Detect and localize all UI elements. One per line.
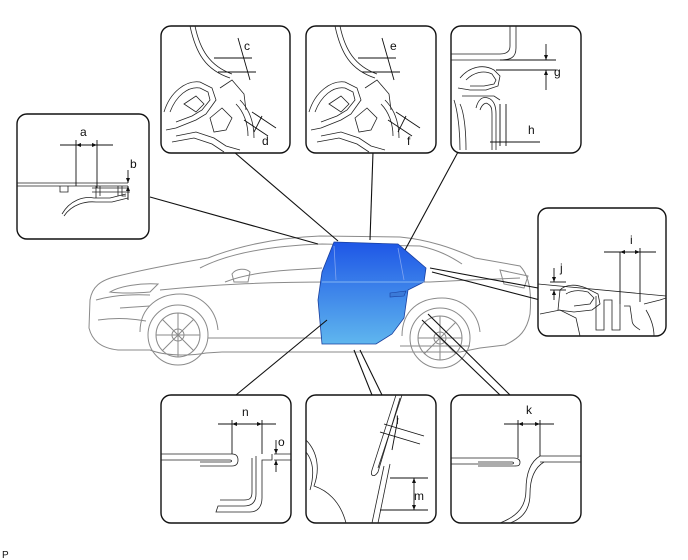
label-i: i xyxy=(630,233,633,247)
label-b: b xyxy=(130,157,137,171)
leader-lines xyxy=(149,151,541,396)
label-e: e xyxy=(390,39,397,53)
front-wheel xyxy=(139,293,219,366)
car-illustration xyxy=(88,235,531,369)
label-g: g xyxy=(554,65,561,79)
detail-panel-g-h: g h xyxy=(450,25,582,154)
detail-panel-k: k xyxy=(450,394,582,524)
label-l: l xyxy=(396,413,399,427)
detail-panel-e-f: e f xyxy=(305,25,437,154)
label-m: m xyxy=(414,489,424,503)
label-a: a xyxy=(80,125,87,139)
label-n: n xyxy=(242,405,249,419)
detail-panel-a-b: a b xyxy=(16,113,150,240)
rear-wheel xyxy=(401,297,481,369)
label-o: o xyxy=(278,435,285,449)
detail-panel-i-j: i j xyxy=(537,207,667,337)
detail-panel-n-o: n o xyxy=(160,394,292,524)
label-j: j xyxy=(559,261,563,275)
detail-panel-l-m: l m xyxy=(305,394,437,524)
detail-panel-c-d: c d xyxy=(160,25,291,154)
label-c: c xyxy=(244,39,250,53)
rear-door-highlight xyxy=(317,241,427,345)
corner-code: P xyxy=(2,550,9,560)
label-h: h xyxy=(528,123,535,137)
label-f: f xyxy=(407,134,411,148)
label-k: k xyxy=(526,403,533,417)
label-d: d xyxy=(262,134,269,148)
